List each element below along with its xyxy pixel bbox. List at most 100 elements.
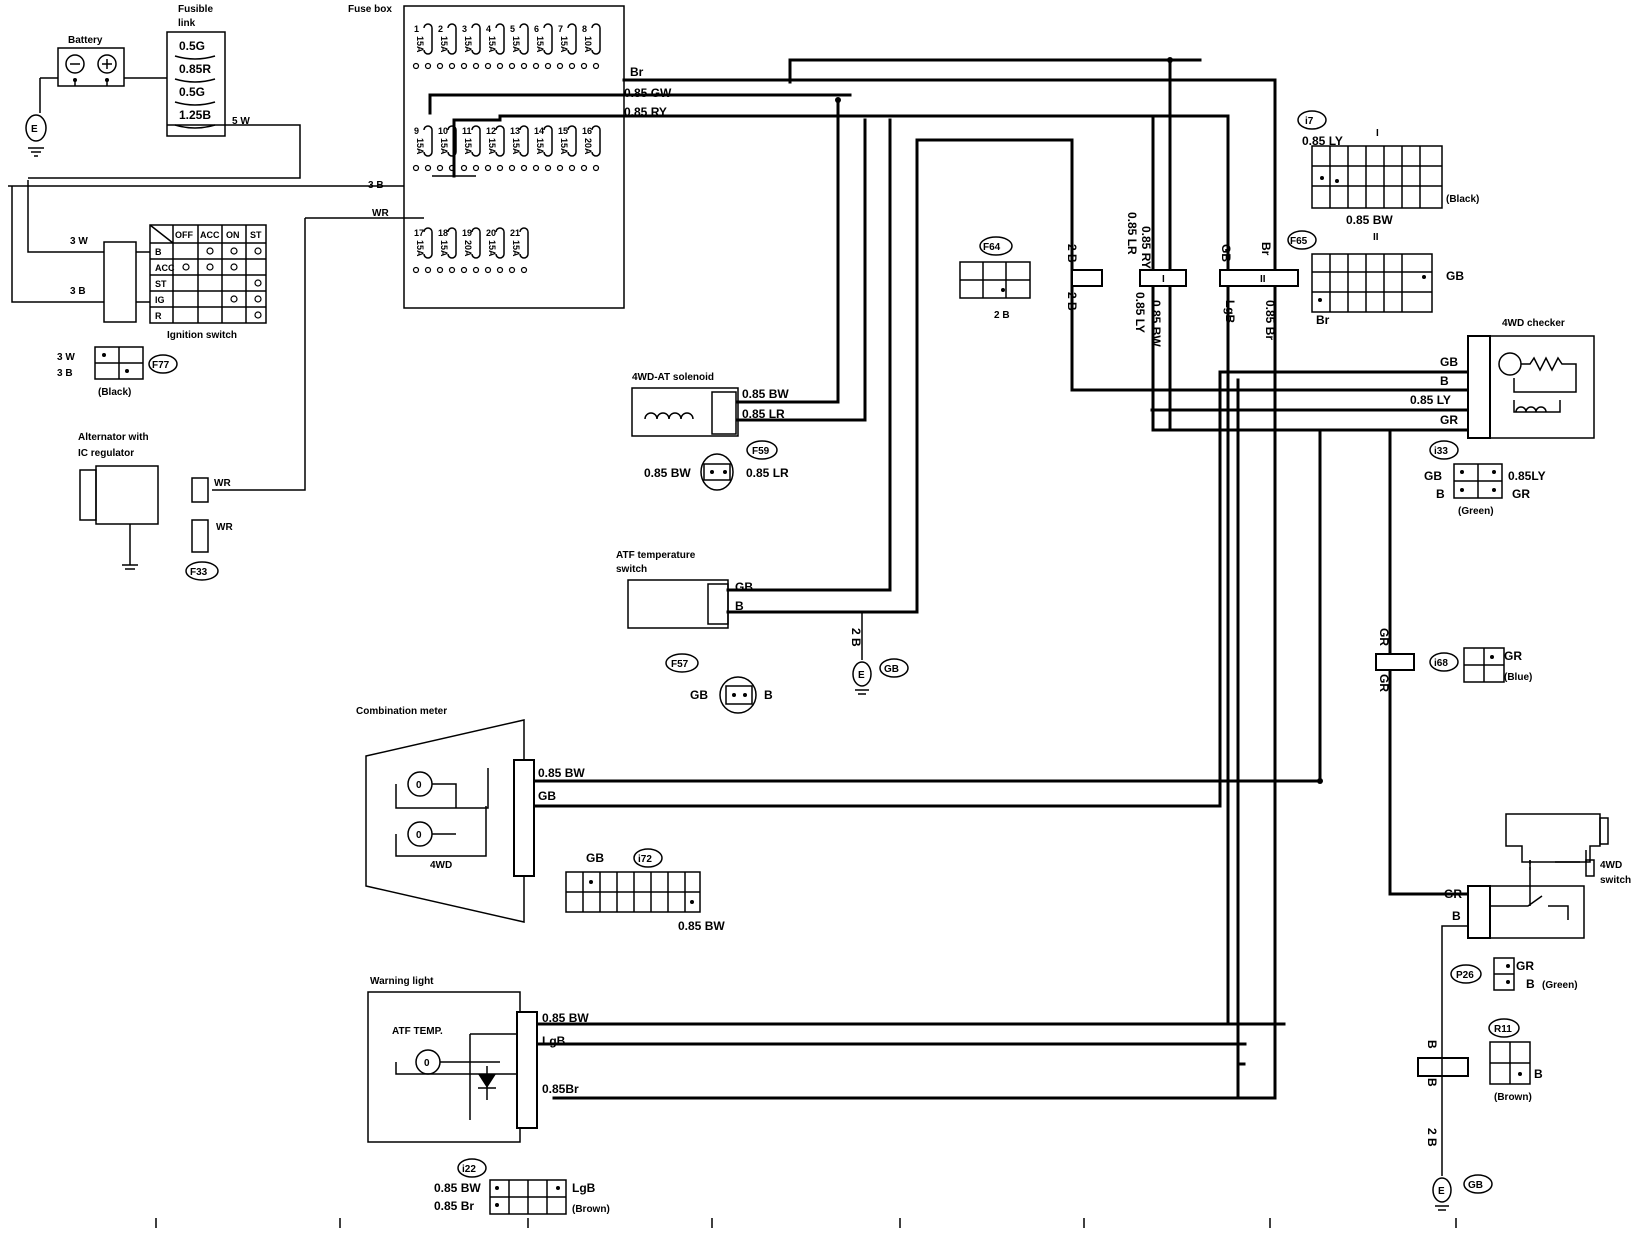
atf-ground-gb: GB: [884, 664, 899, 675]
fuse-amp: 15A: [535, 36, 545, 53]
fuse-number: 21: [510, 228, 520, 238]
f77-label: F77: [152, 360, 170, 371]
f59-085bw: 0.85 BW: [644, 466, 691, 480]
sol-085lr: 0.85 LR: [742, 407, 785, 421]
fuse-number: 15: [558, 126, 568, 136]
sw-gr: GR: [1444, 887, 1462, 901]
wire-5w: 5 W: [232, 116, 250, 127]
chk-gb: GB: [1440, 355, 1458, 369]
connector-i33: i33 GB B 0.85LY GR (Green): [1424, 440, 1546, 517]
battery-label: Battery: [68, 35, 103, 46]
sw-ground-e: E: [1438, 1186, 1445, 1197]
i33-085ly: 0.85LY: [1508, 469, 1546, 483]
f77-color: (Black): [98, 387, 131, 398]
fuse-number: 9: [414, 126, 419, 136]
v-gr-2: GR: [1377, 674, 1391, 692]
ign-row: IG: [155, 295, 165, 305]
atf-switch-label-1: ATF temperature: [616, 550, 696, 561]
fuse-amp: 15A: [559, 36, 569, 53]
solenoid: 4WD-AT solenoid 0.85 BW 0.85 LR: [631, 372, 789, 437]
fuse-amp: 15A: [439, 138, 449, 155]
i72-label: i72: [638, 854, 652, 865]
fuse-amp: 15A: [487, 36, 497, 53]
connector-F59: 0.85 BW 0.85 LR F59: [644, 440, 789, 491]
ign-row: B: [155, 247, 162, 257]
i33-label: i33: [1434, 446, 1448, 457]
i22-085bw: 0.85 BW: [434, 1181, 481, 1195]
v-2b-1: 2 B: [1065, 244, 1079, 263]
connector-F64: F64 2 B: [959, 236, 1031, 321]
switch-label-2: switch: [1600, 875, 1631, 886]
connector-F77: 3 W 3 B F77 (Black): [57, 346, 178, 398]
v-2b-gnd: 2 B: [1425, 1128, 1439, 1147]
fuse-number: 11: [462, 126, 472, 136]
ign-col: ACC: [200, 230, 220, 240]
alt-wr: WR: [214, 478, 231, 489]
fuse-amp: 15A: [487, 138, 497, 155]
v-gb: GB: [1219, 244, 1233, 262]
ground-e-label: E: [31, 124, 38, 135]
r11-b: B: [1534, 1067, 1543, 1081]
fuse-amp: 15A: [511, 138, 521, 155]
fusible-link-label-1: Fusible: [178, 4, 213, 15]
i33-gb: GB: [1424, 469, 1442, 483]
battery: Battery: [57, 35, 125, 87]
checker-4wd: 4WD checker GB B 0.85 LY GR: [1410, 318, 1595, 439]
atf-temp-label: ATF TEMP.: [392, 1026, 443, 1037]
chk-b: B: [1440, 374, 1449, 388]
connector-i22: i22 0.85 BW 0.85 Br LgB (Brown): [434, 1158, 610, 1215]
sol-085bw: 0.85 BW: [742, 387, 789, 401]
fuse-number: 20: [486, 228, 496, 238]
atf-gb: GB: [735, 580, 753, 594]
v-085bw: 0.85 BW: [1149, 300, 1163, 347]
ign-col: ON: [226, 230, 240, 240]
fusible-0: 0.5G: [179, 39, 205, 53]
f65-label: F65: [1290, 236, 1308, 247]
inline-conn-F65: [1219, 269, 1299, 287]
fuse-amp: 15A: [415, 36, 425, 53]
connector-R11: R11 B (Brown): [1488, 1018, 1543, 1103]
fuse-number: 2: [438, 24, 443, 34]
switch-ground: E GB: [1432, 1174, 1493, 1211]
i7-color: (Black): [1446, 194, 1479, 205]
fusible-2: 0.5G: [179, 85, 205, 99]
fuse-amp: 20A: [463, 240, 473, 257]
wl-085br: 0.85Br: [542, 1082, 579, 1096]
fuse-number: 18: [438, 228, 448, 238]
v-2b-2: 2 B: [1065, 292, 1079, 311]
p26-label: P26: [1456, 970, 1474, 981]
roman-i-inline: I: [1162, 274, 1165, 285]
solenoid-label: 4WD-AT solenoid: [632, 372, 714, 383]
switch-label-1: 4WD: [1600, 860, 1622, 871]
alternator: Alternator with IC regulator WR WR F33: [78, 432, 233, 581]
v-lgb: LgB: [1223, 300, 1237, 324]
wire-085gw: 0.85 GW: [624, 86, 672, 100]
ignition-connector: [103, 241, 137, 323]
alternator-label-2: IC regulator: [78, 448, 134, 459]
wire-3b: 3 B: [368, 180, 384, 191]
inline-conn-gr: [1375, 653, 1415, 671]
connector-F65: F65 II GB Br: [1287, 230, 1464, 327]
fusible-link: Fusible link 0.5G 0.85R 0.5G 1.25B: [166, 4, 226, 137]
fuse-amp: 15A: [415, 138, 425, 155]
fuse-number: 16: [582, 126, 592, 136]
f77-3b: 3 B: [57, 368, 73, 379]
battery-ground: E: [25, 114, 47, 157]
connector-i7: i7 0.85 LY I 0.85 BW (Black): [1297, 110, 1479, 227]
r11-color: (Brown): [1494, 1092, 1532, 1103]
fuse-number: 5: [510, 24, 515, 34]
svg-text:0: 0: [416, 830, 422, 841]
inline-conn-2: [1139, 269, 1187, 287]
fuse-number: 6: [534, 24, 539, 34]
v-085ry: 0.85 RY: [1139, 226, 1153, 269]
